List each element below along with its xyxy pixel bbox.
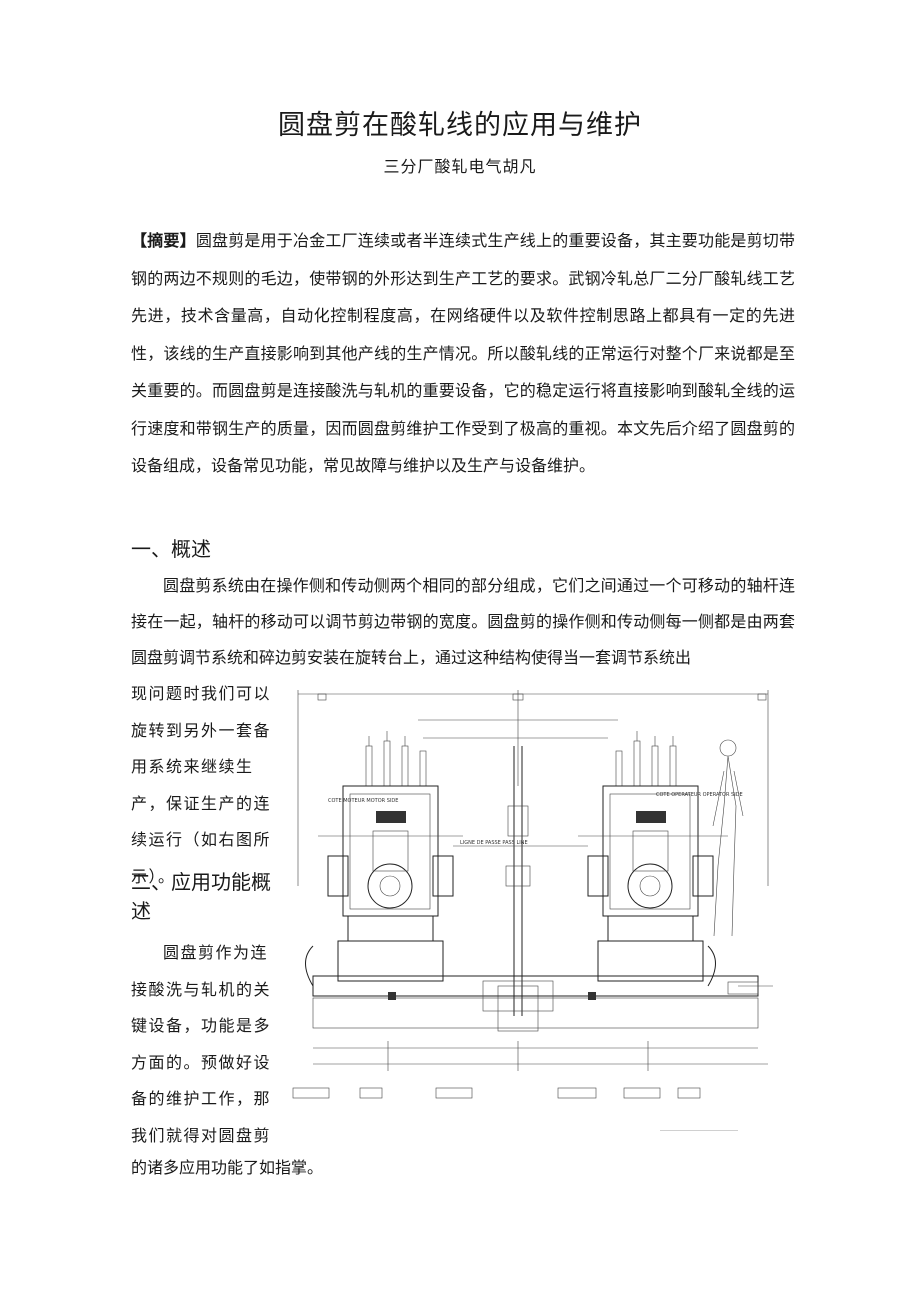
disc-shear-drawing: LIGNE DE PASSE PASS LINE COTE MOTEUR MOT… — [288, 686, 788, 1131]
section-heading-functions: 二、应用功能概述 — [131, 870, 271, 923]
document-author: 三分厂酸轧电气胡凡 — [383, 157, 537, 176]
human-scale-figure — [712, 739, 744, 937]
document-title: 圆盘剪在酸轧线的应用与维护 — [278, 110, 642, 141]
section-functions-tail-text: 的诸多应用功能了如指掌。 — [131, 1158, 324, 1177]
abstract-text: 圆盘剪是用于冶金工厂连续或者半连续式生产线上的重要设备，其主要功能是剪切带钢的两… — [131, 231, 795, 475]
drive-side-label: COTE MOTEUR MOTOR SIDE — [328, 798, 398, 804]
left-shear-unit — [318, 731, 463, 982]
abstract: 【摘要】圆盘剪是用于冶金工厂连续或者半连续式生产线上的重要设备，其主要功能是剪切… — [131, 222, 795, 485]
operator-side-label: COTE OPERATEUR OPERATOR SIDE — [656, 792, 743, 798]
section-overview-paragraph: 圆盘剪系统由在操作侧和传动侧两个相同的部分组成，它们之间通过一个可移动的轴杆连接… — [131, 576, 795, 667]
abstract-label: 【摘要】 — [131, 231, 196, 250]
center-column — [497, 746, 539, 1032]
technical-drawing-svg: LIGNE DE PASSE PASS LINE COTE MOTEUR MOT… — [292, 690, 773, 1131]
section-heading-overview: 一、概述 — [131, 537, 211, 561]
pass-line-label: LIGNE DE PASSE PASS LINE — [460, 840, 528, 846]
section-overview-wrap-text: 现问题时我们可以旋转到另外一套备用系统来继续生产，保证生产的连续运行（如右图所示… — [131, 684, 272, 886]
right-shear-unit — [578, 731, 728, 982]
section-functions-wrap-text: 圆盘剪作为连接酸洗与轧机的关键设备，功能是多方面的。预做好设备的维护工作，那我们… — [131, 943, 272, 1145]
